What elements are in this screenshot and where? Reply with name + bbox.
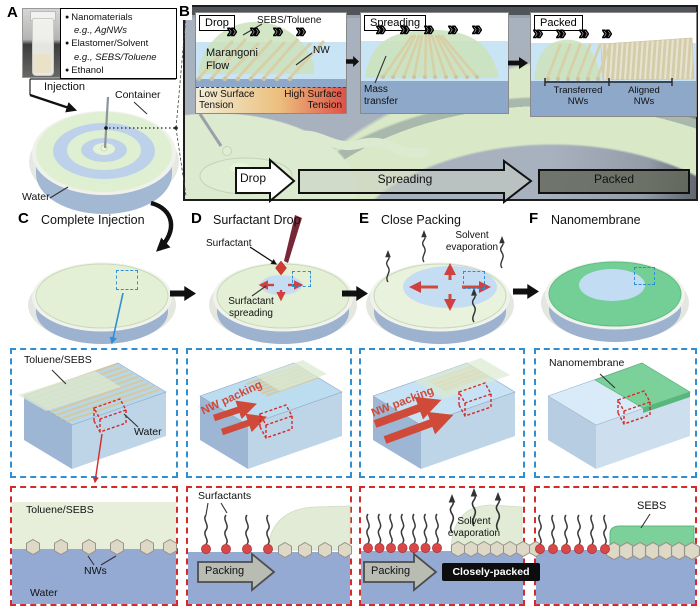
transferred-nws-label: Transferred NWs — [553, 85, 603, 107]
water-surface-band — [361, 41, 508, 81]
vial-photo — [22, 8, 62, 78]
zoom-box-blue-e — [463, 271, 485, 289]
panel-d-letter: D — [189, 210, 204, 227]
nanomembrane-label-mid-f: Nanomembrane — [549, 357, 625, 369]
surfactants-label: Surfactants — [198, 490, 252, 502]
surface-tension-gradient — [196, 87, 346, 113]
chevron-icon: » — [447, 19, 459, 39]
legend-item-ethanol: Ethanol — [71, 64, 104, 76]
injection-label: Injection — [44, 81, 85, 93]
water-label-bot-c: Water — [30, 587, 58, 599]
legend-item-agnws: e.g., AgNWs — [74, 25, 127, 37]
panel-d-title: Surfactant Drop — [213, 213, 301, 227]
flow-packed-label: Packed — [593, 172, 635, 186]
bottom-inset-e — [359, 486, 525, 606]
legend-item-elastomer: Elastomer/Solvent — [71, 38, 149, 50]
container-label: Container — [115, 89, 161, 101]
packing-label-d: Packing — [205, 565, 245, 577]
legend-item-sebs-toluene: e.g., SEBS/Toluene — [74, 51, 157, 63]
solvent-evaporation-label-e: Solvent evaporation — [445, 230, 499, 253]
chevron-icon: » — [601, 23, 613, 43]
deep-water-band — [531, 81, 696, 116]
deep-water-band — [361, 81, 508, 113]
panel-f-title: Nanomembrane — [551, 213, 641, 227]
low-tension-label: Low Surface Tension — [199, 89, 255, 111]
deep-water-band — [196, 79, 346, 88]
chevron-icon: » — [399, 19, 411, 39]
chevron-icon: » — [471, 19, 483, 39]
surfactant-drop — [275, 260, 287, 276]
chevron-icon: » — [295, 21, 307, 41]
panel-e-letter: E — [357, 210, 372, 227]
surfactant-spreading-label: Surfactant spreading — [228, 296, 274, 319]
sebs-label-bot-f: SEBS — [637, 500, 667, 512]
zoom-box-blue-f — [634, 267, 655, 285]
vial-liquid — [33, 54, 51, 73]
bottom-inset-f — [534, 486, 697, 606]
panel-b-letter: B — [177, 3, 192, 20]
chevron-icon: » — [249, 21, 261, 41]
toluene-sebs-label-mid-c: Toluene/SEBS — [24, 354, 92, 366]
arrow-e-to-f — [513, 284, 539, 299]
flow-drop-label: Drop — [240, 171, 267, 185]
surfactant-label: Surfactant — [206, 238, 252, 249]
bullet-icon: ● — [65, 14, 70, 21]
water-label-mid-c: Water — [134, 426, 162, 438]
arrow-c-to-d — [170, 286, 196, 301]
toluene-sebs-label-bot-c: Toluene/SEBS — [26, 504, 94, 516]
bullet-icon: ● — [65, 40, 70, 48]
bottom-inset-d — [186, 486, 352, 606]
legend-item-nanomaterials: Nanomaterials — [71, 12, 133, 23]
chevron-icon: » — [423, 19, 435, 39]
chevron-icon: » — [578, 23, 590, 43]
panel-a-letter: A — [5, 4, 20, 21]
chevron-icon: » — [226, 21, 238, 41]
nws-label: NWs — [84, 565, 107, 577]
panel-f-letter: F — [527, 210, 541, 227]
panel-c-title: Complete Injection — [41, 213, 145, 227]
chevron-icon: » — [272, 21, 284, 41]
chevron-icon: » — [532, 23, 544, 43]
water-layer — [188, 552, 350, 604]
water-surface-band — [531, 43, 696, 81]
inset-packed-title: Packed — [534, 15, 583, 31]
aligned-nws-label: Aligned NWs — [628, 85, 660, 107]
marangoni-flow-label: Marangoni Flow — [206, 47, 258, 72]
disk-d — [209, 215, 357, 344]
zoom-box-blue-c — [116, 270, 138, 290]
flow-spreading-label: Spreading — [377, 172, 433, 186]
zoom-callout-arrow-c — [109, 292, 124, 345]
nw-label: NW — [313, 45, 330, 56]
curved-arrow — [150, 200, 174, 252]
chevron-icon: » — [555, 23, 567, 43]
bullet-icon: ● — [65, 66, 70, 74]
chevron-icon: » — [375, 19, 387, 39]
high-tension-label: High Surface Tension — [284, 89, 342, 111]
arrow-d-to-e — [342, 286, 368, 301]
panel-e-title: Close Packing — [381, 213, 461, 227]
water-label-a: Water — [22, 191, 50, 203]
injection-needle — [103, 96, 110, 149]
mid-inset-c — [10, 348, 178, 478]
solvent-evaporation-label-bot-e: Solvent evaporation — [447, 516, 501, 539]
closely-packed-badge: Closely-packed — [442, 563, 540, 581]
inset-spreading-title: Spreading — [364, 15, 427, 31]
sebs-toluene-label: SEBS/Toluene — [257, 15, 322, 26]
zoom-box-blue-d — [292, 271, 311, 287]
mass-transfer-label: Mass transfer — [364, 84, 398, 107]
disk-c — [28, 262, 176, 344]
container-disk — [29, 111, 179, 214]
water-layer — [536, 550, 695, 604]
packing-label-e: Packing — [371, 565, 411, 577]
solution-legend: ●Nanomaterials e.g., AgNWs ●Elastomer/So… — [60, 8, 177, 79]
arrow-drop-to-spreading — [346, 56, 359, 67]
panel-c-letter: C — [16, 210, 31, 227]
disk-f — [541, 260, 689, 342]
